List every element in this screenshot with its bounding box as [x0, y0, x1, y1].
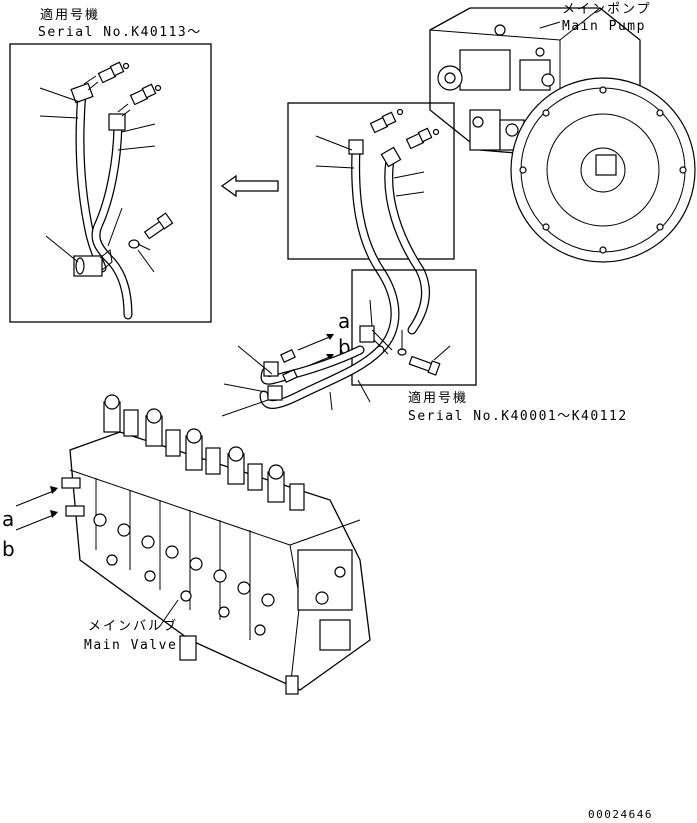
port-b-left-label: b [2, 537, 15, 561]
detail-box-new-serial [9, 43, 212, 323]
left-arrow-icon [220, 174, 279, 198]
main-valve-jp-label: メインバルブ [88, 618, 178, 634]
main-pump-drawing [429, 7, 696, 263]
port-a-top-label: a [338, 309, 350, 333]
detail-box-old-serial [351, 269, 477, 386]
serial-old-jp-label: 適用号機 [408, 390, 468, 406]
serial-new-en-label: Serial No.K40113～ [38, 25, 202, 40]
drawing-number: 00024646 [588, 808, 653, 821]
main-pump-en-label: Main Pump [562, 19, 646, 34]
port-a-left-label: a [2, 507, 14, 531]
serial-new-jp-label: 適用号機 [40, 7, 100, 23]
main-pump-jp-label: メインポンプ [562, 2, 652, 17]
lower-hose-assembly [221, 345, 385, 417]
main-valve-drawing [61, 394, 371, 695]
serial-old-en-label: Serial No.K40001～K40112 [408, 409, 628, 424]
main-valve-en-label: Main Valve [84, 638, 177, 653]
